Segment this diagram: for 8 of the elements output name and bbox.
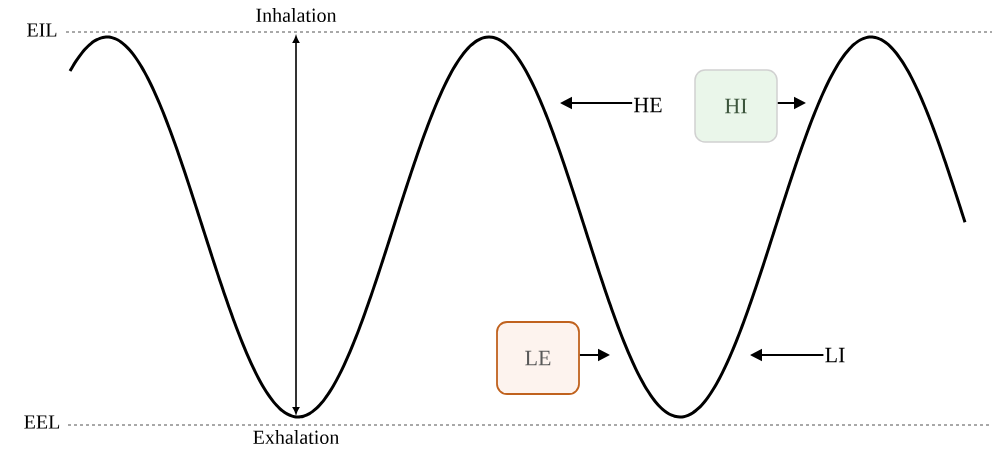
label: Inhalation: [256, 7, 337, 23]
label: EEL: [24, 415, 60, 429]
highlight-box: HI: [694, 69, 778, 143]
label: EIL: [27, 23, 57, 37]
highlight-box: LE: [496, 321, 580, 395]
label: HE: [633, 97, 662, 113]
label: Exhalation: [253, 429, 340, 445]
label: LI: [825, 347, 845, 363]
